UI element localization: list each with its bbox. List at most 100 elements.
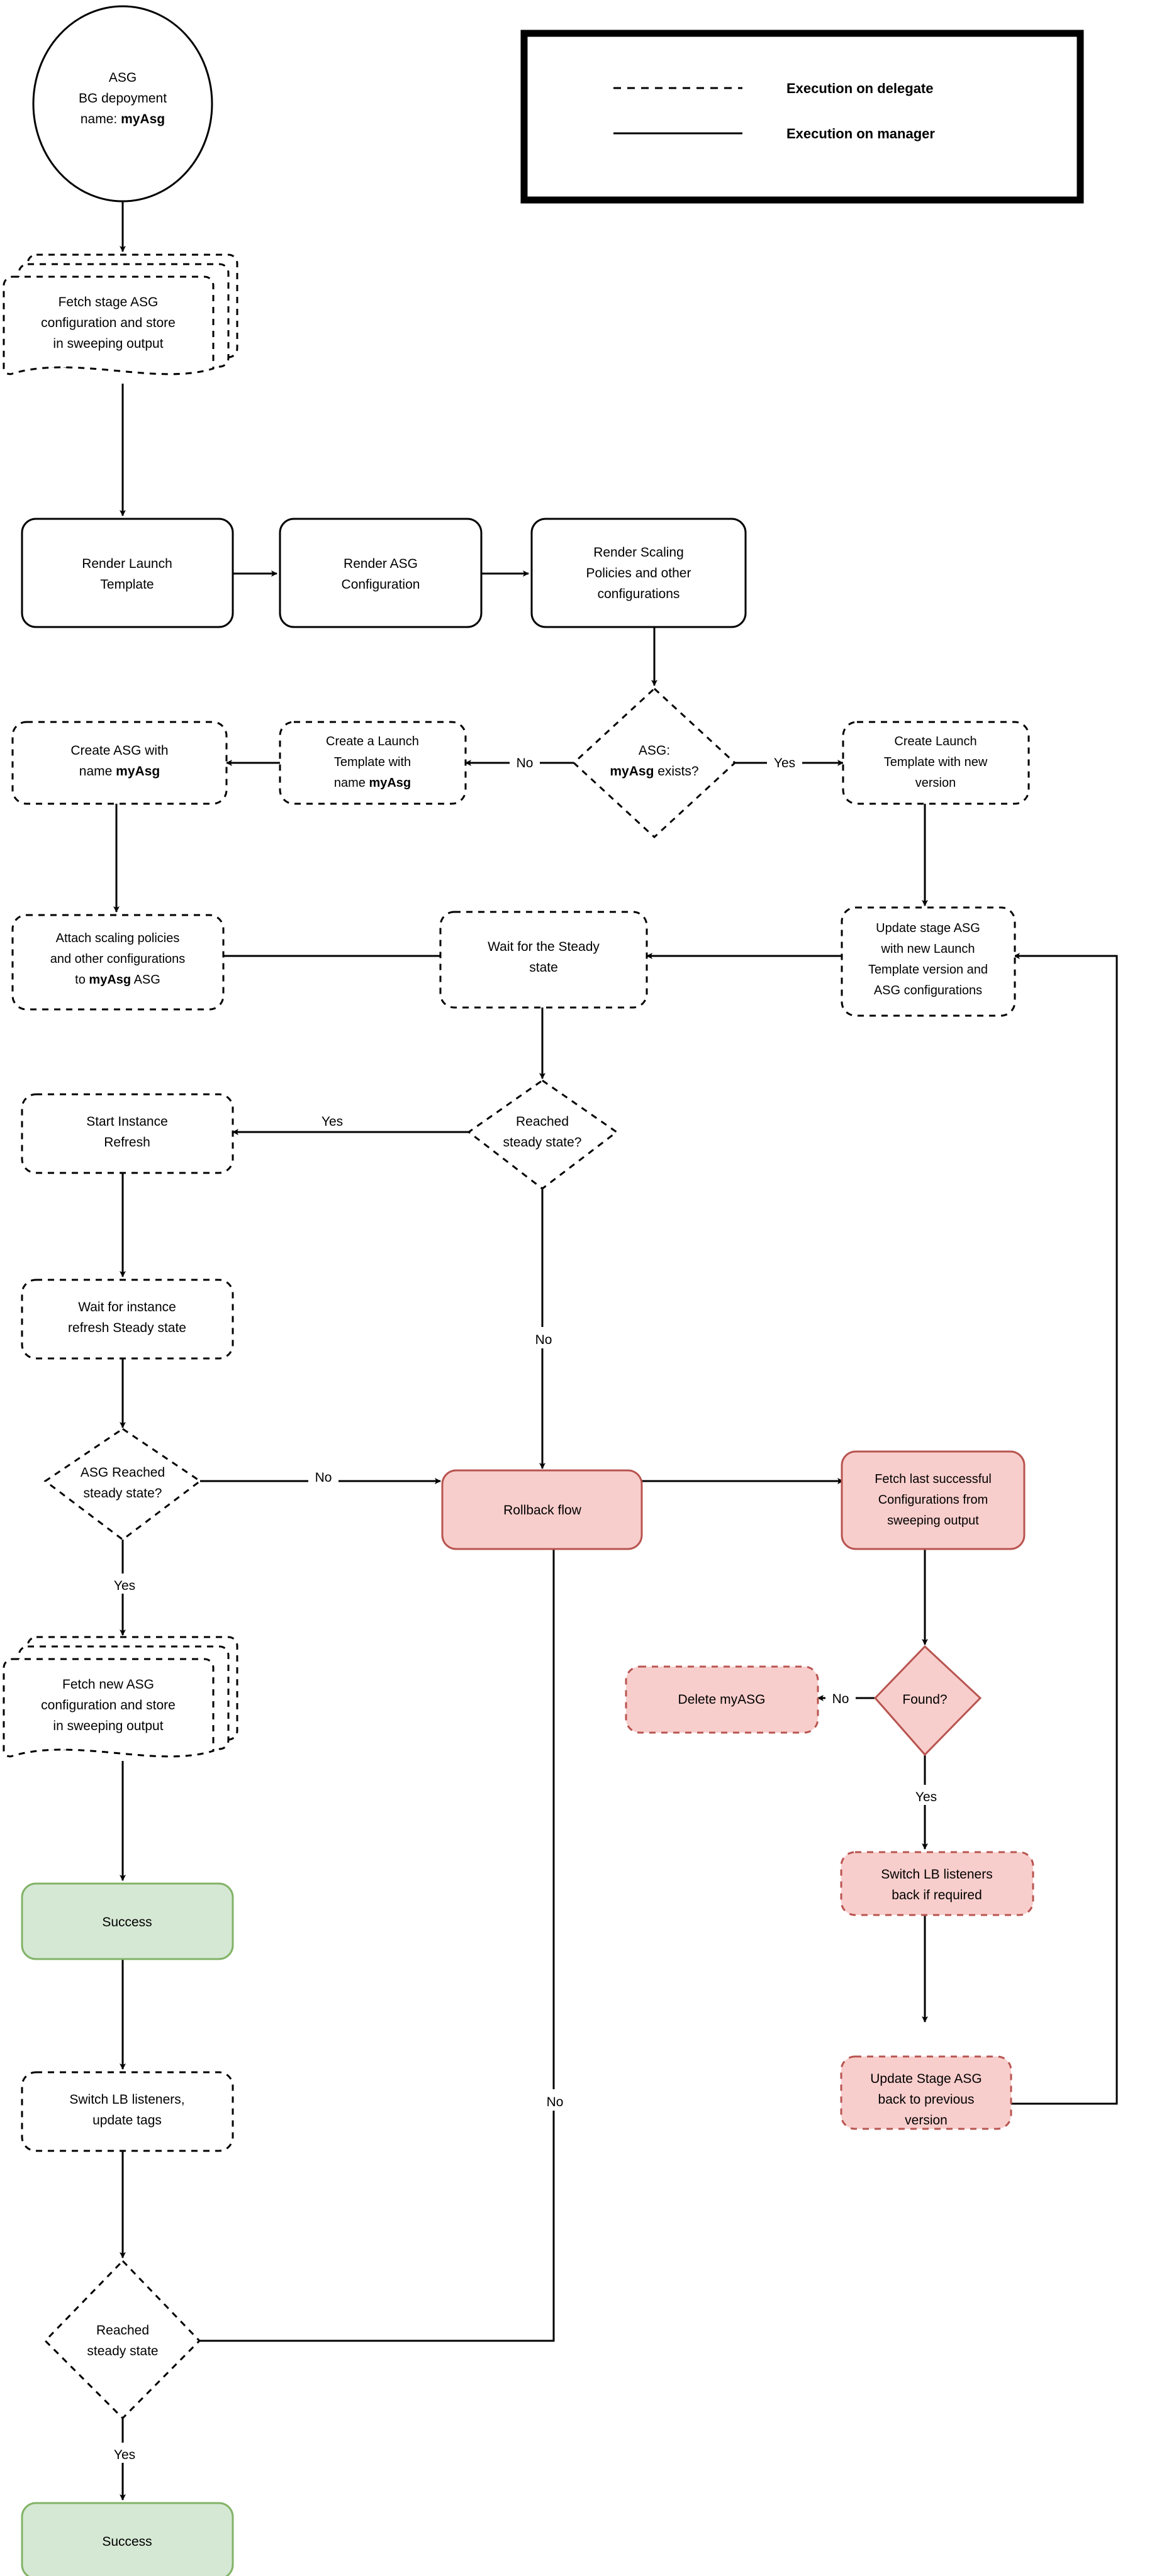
svg-text:configuration and store: configuration and store: [41, 1698, 176, 1713]
node-create-launch-template-name[interactable]: Create a Launch Template with name myAsg: [279, 721, 467, 805]
node-render-scaling-policies[interactable]: Render Scaling Policies and other config…: [530, 518, 747, 628]
node-update-back-line3: version: [905, 2113, 948, 2128]
node-fetch-last-line3: sweeping output: [887, 1514, 979, 1528]
node-start[interactable]: ASG BG depoyment name: myAsg: [32, 5, 213, 203]
node-switch-lb-tags-line1: Switch LB listeners,: [69, 2092, 184, 2107]
node-attach-line3-tail: ASG: [131, 973, 160, 987]
svg-text:configuration and store: configuration and store: [41, 316, 176, 330]
edge-label-final-steady-yes: Yes: [114, 2448, 135, 2462]
node-update-stage-asg-back[interactable]: Update Stage ASG back to previous versio…: [840, 2055, 1012, 2130]
node-render-launch-template[interactable]: Render Launch Template: [21, 518, 234, 628]
node-switch-lb-tags-line2: update tags: [92, 2113, 162, 2128]
node-asg-reached-steady-state-decision[interactable]: ASG Reached steady state?: [43, 1428, 202, 1541]
node-attach-scaling-policies[interactable]: Attach scaling policies and other config…: [11, 914, 225, 1011]
node-update-back-line2: back to previous: [878, 2092, 975, 2107]
node-reached-steady-state-decision[interactable]: Reached steady state?: [467, 1079, 618, 1190]
node-render-asg-configuration-line1: Render ASG: [344, 557, 418, 571]
node-fetch-last-line2: Configurations from: [878, 1493, 988, 1507]
node-create-lt-line3-bold: myAsg: [369, 776, 411, 790]
node-create-lt-new-line2: Template with new: [884, 755, 988, 769]
node-start-refresh-line1: Start Instance: [86, 1114, 168, 1129]
node-create-lt-line1: Create a Launch: [326, 735, 419, 748]
node-found-label: Found?: [902, 1692, 947, 1707]
node-asg-exists-decision-line1: ASG:: [639, 743, 670, 758]
node-create-launch-template-new-version[interactable]: Create Launch Template with new version: [842, 721, 1030, 805]
edge-label-found-no: No: [832, 1692, 849, 1706]
node-attach-line2: and other configurations: [50, 952, 186, 966]
svg-text:Fetch stage ASG: Fetch stage ASG: [59, 295, 159, 309]
edge-label-asg-exists-yes: Yes: [774, 756, 795, 770]
node-create-asg-line2-rest: name: [79, 764, 116, 779]
node-render-asg-configuration[interactable]: Render ASG Configuration: [279, 518, 483, 628]
node-start-line3-prefix: name:: [81, 112, 121, 126]
node-create-lt-line3: name myAsg: [334, 776, 411, 790]
node-asg-reached-line2: steady state?: [84, 1486, 162, 1501]
node-attach-line1: Attach scaling policies: [56, 931, 180, 945]
node-asg-exists-rest: exists?: [654, 764, 698, 779]
node-create-lt-line3-rest: name: [334, 776, 369, 790]
edge-label-found-yes: Yes: [915, 1790, 937, 1804]
node-fetch-stage-asg[interactable]: [3, 253, 238, 375]
edge-update-back-return: [1010, 953, 1118, 2105]
node-reached-steady-state-final[interactable]: Reached steady state: [43, 2259, 201, 2420]
node-attach-line3-rest: to: [75, 973, 89, 987]
node-create-lt-new-line3: version: [915, 776, 956, 790]
node-create-asg-line2-bold: myAsg: [116, 764, 160, 779]
node-success-1-label: Success: [102, 1915, 152, 1929]
node-switch-lb-update-tags[interactable]: Switch LB listeners, update tags: [21, 2071, 234, 2152]
node-create-asg-with-name[interactable]: Create ASG with name myAsg: [11, 721, 228, 805]
node-reached-steady-line2: steady state?: [503, 1135, 582, 1150]
node-success-1[interactable]: Success: [21, 1882, 234, 1960]
node-start-line1: ASG: [109, 70, 137, 85]
node-create-asg-line1: Create ASG with: [70, 743, 168, 758]
node-wait-steady-state[interactable]: Wait for the Steady state: [439, 911, 648, 1009]
node-final-steady-line1: Reached: [96, 2323, 149, 2338]
node-delete-myasg[interactable]: Delete myASG: [625, 1665, 819, 1734]
node-final-steady-line2: steady state: [87, 2344, 158, 2358]
node-render-launch-template-line2: Template: [100, 577, 154, 592]
node-success-2[interactable]: Success: [21, 2502, 234, 2576]
node-found-decision[interactable]: Found?: [873, 1645, 982, 1757]
node-create-lt-new-line1: Create Launch: [894, 735, 976, 748]
edge-label-asg-reached-yes: Yes: [114, 1579, 135, 1593]
node-update-stage-asg[interactable]: Update stage ASG with new Launch Templat…: [841, 906, 1016, 1017]
node-switch-lb-back-line2: back if required: [892, 1888, 982, 1902]
node-fetch-last-successful[interactable]: Fetch last successful Configurations fro…: [841, 1450, 1026, 1550]
edge-label-reached-steady-no: No: [535, 1333, 552, 1347]
node-render-scaling-policies-line3: configurations: [598, 587, 680, 601]
node-reached-steady-line1: Reached: [516, 1114, 569, 1129]
node-start-instance-refresh[interactable]: Start Instance Refresh: [21, 1093, 234, 1174]
node-wait-steady-line2: state: [529, 960, 558, 975]
node-start-line3-bold: myAsg: [121, 112, 165, 126]
node-update-back-line1: Update Stage ASG: [870, 2072, 981, 2086]
node-render-asg-configuration-line2: Configuration: [342, 577, 420, 592]
node-attach-line3: to myAsg ASG: [75, 973, 160, 987]
node-wait-refresh-line2: refresh Steady state: [68, 1321, 186, 1335]
node-wait-refresh-line1: Wait for instance: [78, 1300, 176, 1314]
node-create-asg-line2: name myAsg: [79, 764, 160, 779]
edge-label-asg-exists-no: No: [517, 756, 534, 770]
node-success-2-label: Success: [102, 2534, 152, 2549]
node-fetch-new-asg[interactable]: [3, 1636, 238, 1758]
node-asg-exists-decision-line2: myAsg exists?: [610, 764, 698, 779]
node-delete-myasg-label: Delete myASG: [678, 1692, 766, 1707]
node-asg-reached-line1: ASG Reached: [81, 1465, 165, 1480]
node-asg-exists-decision[interactable]: ASG: myAsg exists?: [572, 687, 737, 839]
edge-final-steady-no: [199, 1539, 557, 2342]
node-render-scaling-policies-line1: Render Scaling: [593, 545, 684, 560]
node-switch-lb-back[interactable]: Switch LB listeners back if required: [840, 1851, 1034, 1916]
node-update-stage-line3: Template version and: [868, 963, 988, 977]
edge-label-reached-steady-yes: Yes: [322, 1114, 343, 1129]
svg-text:in sweeping output: in sweeping output: [53, 336, 163, 351]
node-render-launch-template-line1: Render Launch: [82, 557, 172, 571]
node-rollback-flow-label: Rollback flow: [503, 1503, 582, 1518]
node-asg-exists-bold: myAsg: [610, 764, 654, 779]
node-start-refresh-line2: Refresh: [104, 1135, 150, 1150]
svg-text:Fetch new ASG: Fetch new ASG: [62, 1677, 154, 1692]
node-wait-steady-line1: Wait for the Steady: [488, 940, 600, 954]
node-wait-instance-refresh[interactable]: Wait for instance refresh Steady state: [21, 1279, 234, 1360]
node-fetch-new-asg-label: Fetch new ASG configuration and store in…: [41, 1677, 176, 1733]
node-rollback-flow[interactable]: Rollback flow: [441, 1469, 643, 1550]
